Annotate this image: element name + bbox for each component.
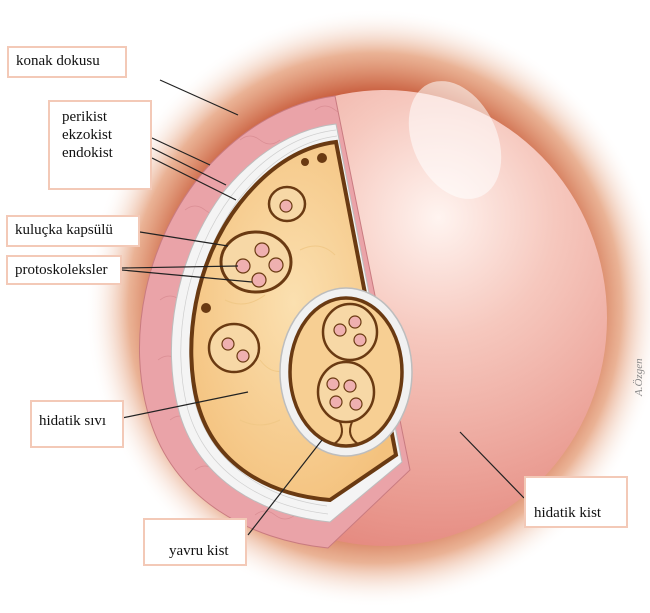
brood-capsule-left (209, 324, 259, 372)
brood-capsule (221, 232, 291, 292)
label-hidatik-kist: hidatik kist (524, 476, 628, 528)
label-kulucka-kapsulu: kuluçka kapsülü (6, 215, 140, 247)
label-konak-dokusu: konak dokusu (7, 46, 127, 78)
svg-text:A.Özgen: A.Özgen (633, 358, 645, 397)
brood-capsule-top (269, 187, 305, 221)
label-wall-layers: perikist ekzokist endokist (48, 100, 152, 190)
label-perikist: perikist (62, 108, 143, 126)
germinal-bud (301, 158, 309, 166)
artist-signature: A.Özgen (628, 330, 648, 400)
label-yavru-kist: yavru kist (143, 518, 247, 566)
label-endokist: endokist (62, 144, 143, 162)
label-text: yavru kist (169, 542, 238, 560)
label-text: protoskoleksler (15, 261, 113, 279)
label-protoskoleksler: protoskoleksler (6, 255, 122, 285)
label-text: kuluçka kapsülü (15, 221, 131, 239)
label-text: hidatik sıvı (39, 412, 115, 430)
label-text: hidatik kist (534, 504, 619, 522)
germinal-bud (201, 303, 211, 313)
label-text: konak dokusu (16, 52, 118, 70)
label-ekzokist: ekzokist (62, 126, 143, 144)
germinal-bud (317, 153, 327, 163)
label-hidatik-sivi: hidatik sıvı (30, 400, 124, 448)
daughter-cyst (280, 288, 412, 456)
